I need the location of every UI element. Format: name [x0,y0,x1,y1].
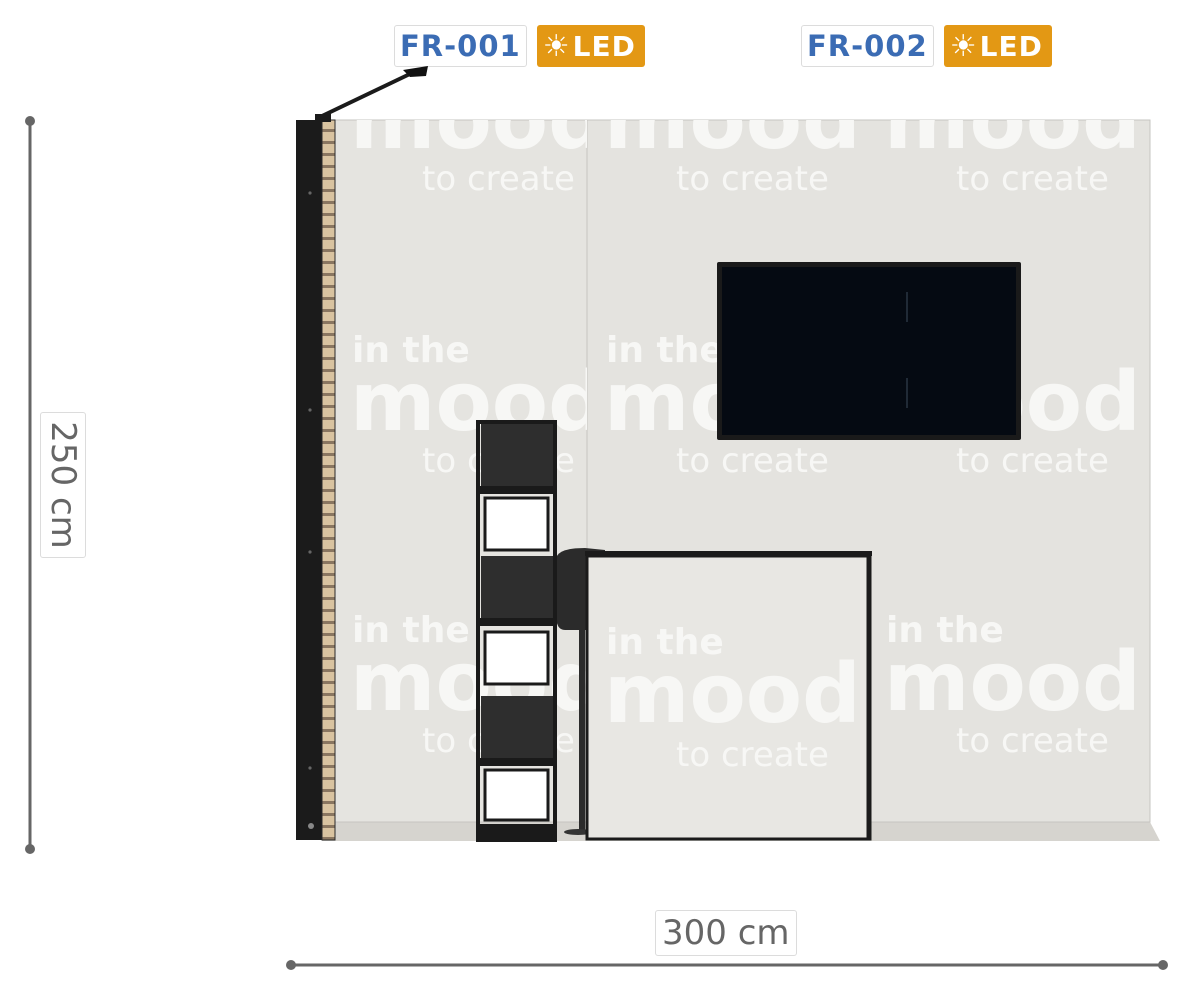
height-dimension-label: 250 cm [40,412,86,558]
arm-spotlight [315,66,428,122]
counter-graphic-watermark: in the mood to create [604,622,861,775]
tv-screen [717,262,1021,440]
width-dimension-line [286,960,1168,970]
sun-icon: ☀ [949,28,978,64]
panel-code-label: FR-002 [801,25,934,67]
watermark-line2: mood [884,73,1141,168]
width-dimension-text: 300 cm [662,913,790,953]
wood-slat-panel [321,119,336,841]
watermark-line2: mood [350,73,607,168]
watermark-line1: in the [352,610,470,651]
watermark-line3: to create [422,159,575,199]
watermark-line3: to create [676,159,829,199]
sun-icon: ☀ [542,28,571,64]
panel-tag-fr-001: FR-001 ☀ LED [394,25,645,67]
watermark-line2: mood [604,647,861,742]
width-dimension-label: 300 cm [655,910,797,956]
height-dimension-line [25,116,35,854]
watermark-line2: mood [884,635,1141,730]
watermark-line1: in the [886,610,1004,651]
brochure-stand [476,420,557,842]
watermark-line3: to create [956,721,1109,761]
panel-tag-fr-002: FR-002 ☀ LED [801,25,1052,67]
watermark-line3: to create [956,159,1109,199]
height-dimension-text: 250 cm [43,421,83,549]
led-badge-label: LED [572,29,636,63]
led-badge: ☀ LED [943,25,1052,67]
watermark-line1: in the [352,330,470,371]
watermark-line2: mood [604,73,861,168]
aluminium-post [296,120,322,840]
led-badge-label: LED [979,29,1043,63]
reception-counter [585,551,872,841]
watermark-line3: to create [956,441,1109,481]
watermark-line1: in the [606,330,724,371]
watermark-line3: to create [676,441,829,481]
watermark-line1: in the [606,622,724,663]
led-badge: ☀ LED [536,25,645,67]
watermark-line3: to create [676,735,829,775]
panel-code-label: FR-001 [394,25,527,67]
